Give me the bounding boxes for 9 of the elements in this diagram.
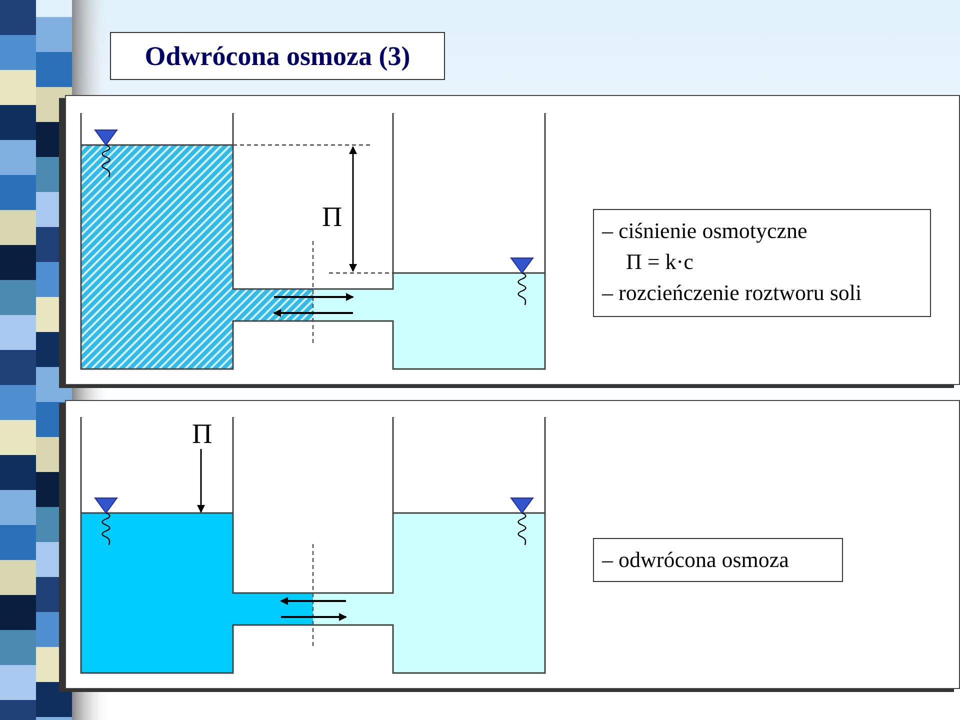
note-box bbox=[593, 209, 931, 317]
pressure-label: Π bbox=[322, 204, 342, 232]
note-text: – odwrócona osmoza bbox=[602, 546, 790, 574]
note-text: – ciśnienie osmotyczne bbox=[602, 217, 808, 245]
pressure-label: Π bbox=[192, 421, 212, 449]
note-text: Π = k·c bbox=[625, 248, 694, 276]
slide-title: Odwrócona osmoza (3) bbox=[110, 32, 445, 80]
note-box bbox=[593, 538, 843, 582]
note-text: – rozcieńczenie roztworu soli bbox=[602, 278, 863, 307]
